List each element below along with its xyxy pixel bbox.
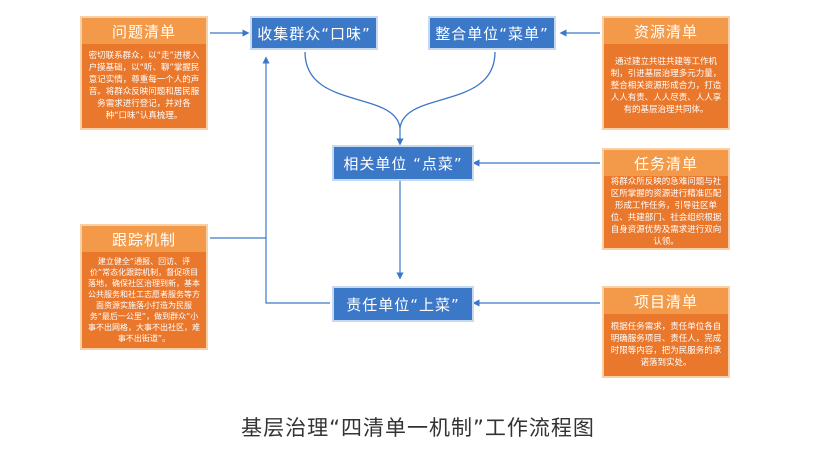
- task-list-title: 任务清单: [602, 148, 730, 176]
- tracking-mechanism-title: 跟踪机制: [80, 224, 208, 252]
- merge-brace: [304, 51, 496, 129]
- collect-tastes-node: 收集群众“口味”: [250, 16, 378, 50]
- problem-list-body: 密切联系群众，以“走”进楼入户摸基础，以“听、聊”掌握民意记实情，尊重每一个人的…: [80, 44, 208, 130]
- order-dishes-node: 相关单位 “点菜”: [332, 145, 474, 181]
- diagram-caption: 基层治理“四清单一机制”工作流程图: [241, 416, 595, 440]
- serve-dishes-node: 责任单位“上菜”: [332, 286, 474, 322]
- connector-serve-feedback: [262, 56, 330, 304]
- tracking-mechanism-body: 建立健全“通报、回访、评价”常态化跟踪机制，督促项目落地，确保社区治理到新，基本…: [80, 252, 208, 350]
- integrate-menu-node: 整合单位“菜单”: [428, 16, 556, 50]
- task-list-body: 将群众所反映的急难问题与社区所掌握的资源进行精准匹配形成工作任务，引导驻区单位、…: [602, 176, 730, 250]
- project-list-body: 根据任务需求，责任单位各自明确服务项目、责任人，完成时限等内容，把为民服务的承诺…: [602, 314, 730, 378]
- resource-list-body: 通过建立共驻共建等工作机制，引进基层治理多元力量，整合相关资源形成合力，打造人人…: [602, 44, 730, 130]
- resource-list-title: 资源清单: [602, 16, 730, 44]
- project-list-title: 项目清单: [602, 286, 730, 314]
- problem-list-title: 问题清单: [80, 16, 208, 44]
